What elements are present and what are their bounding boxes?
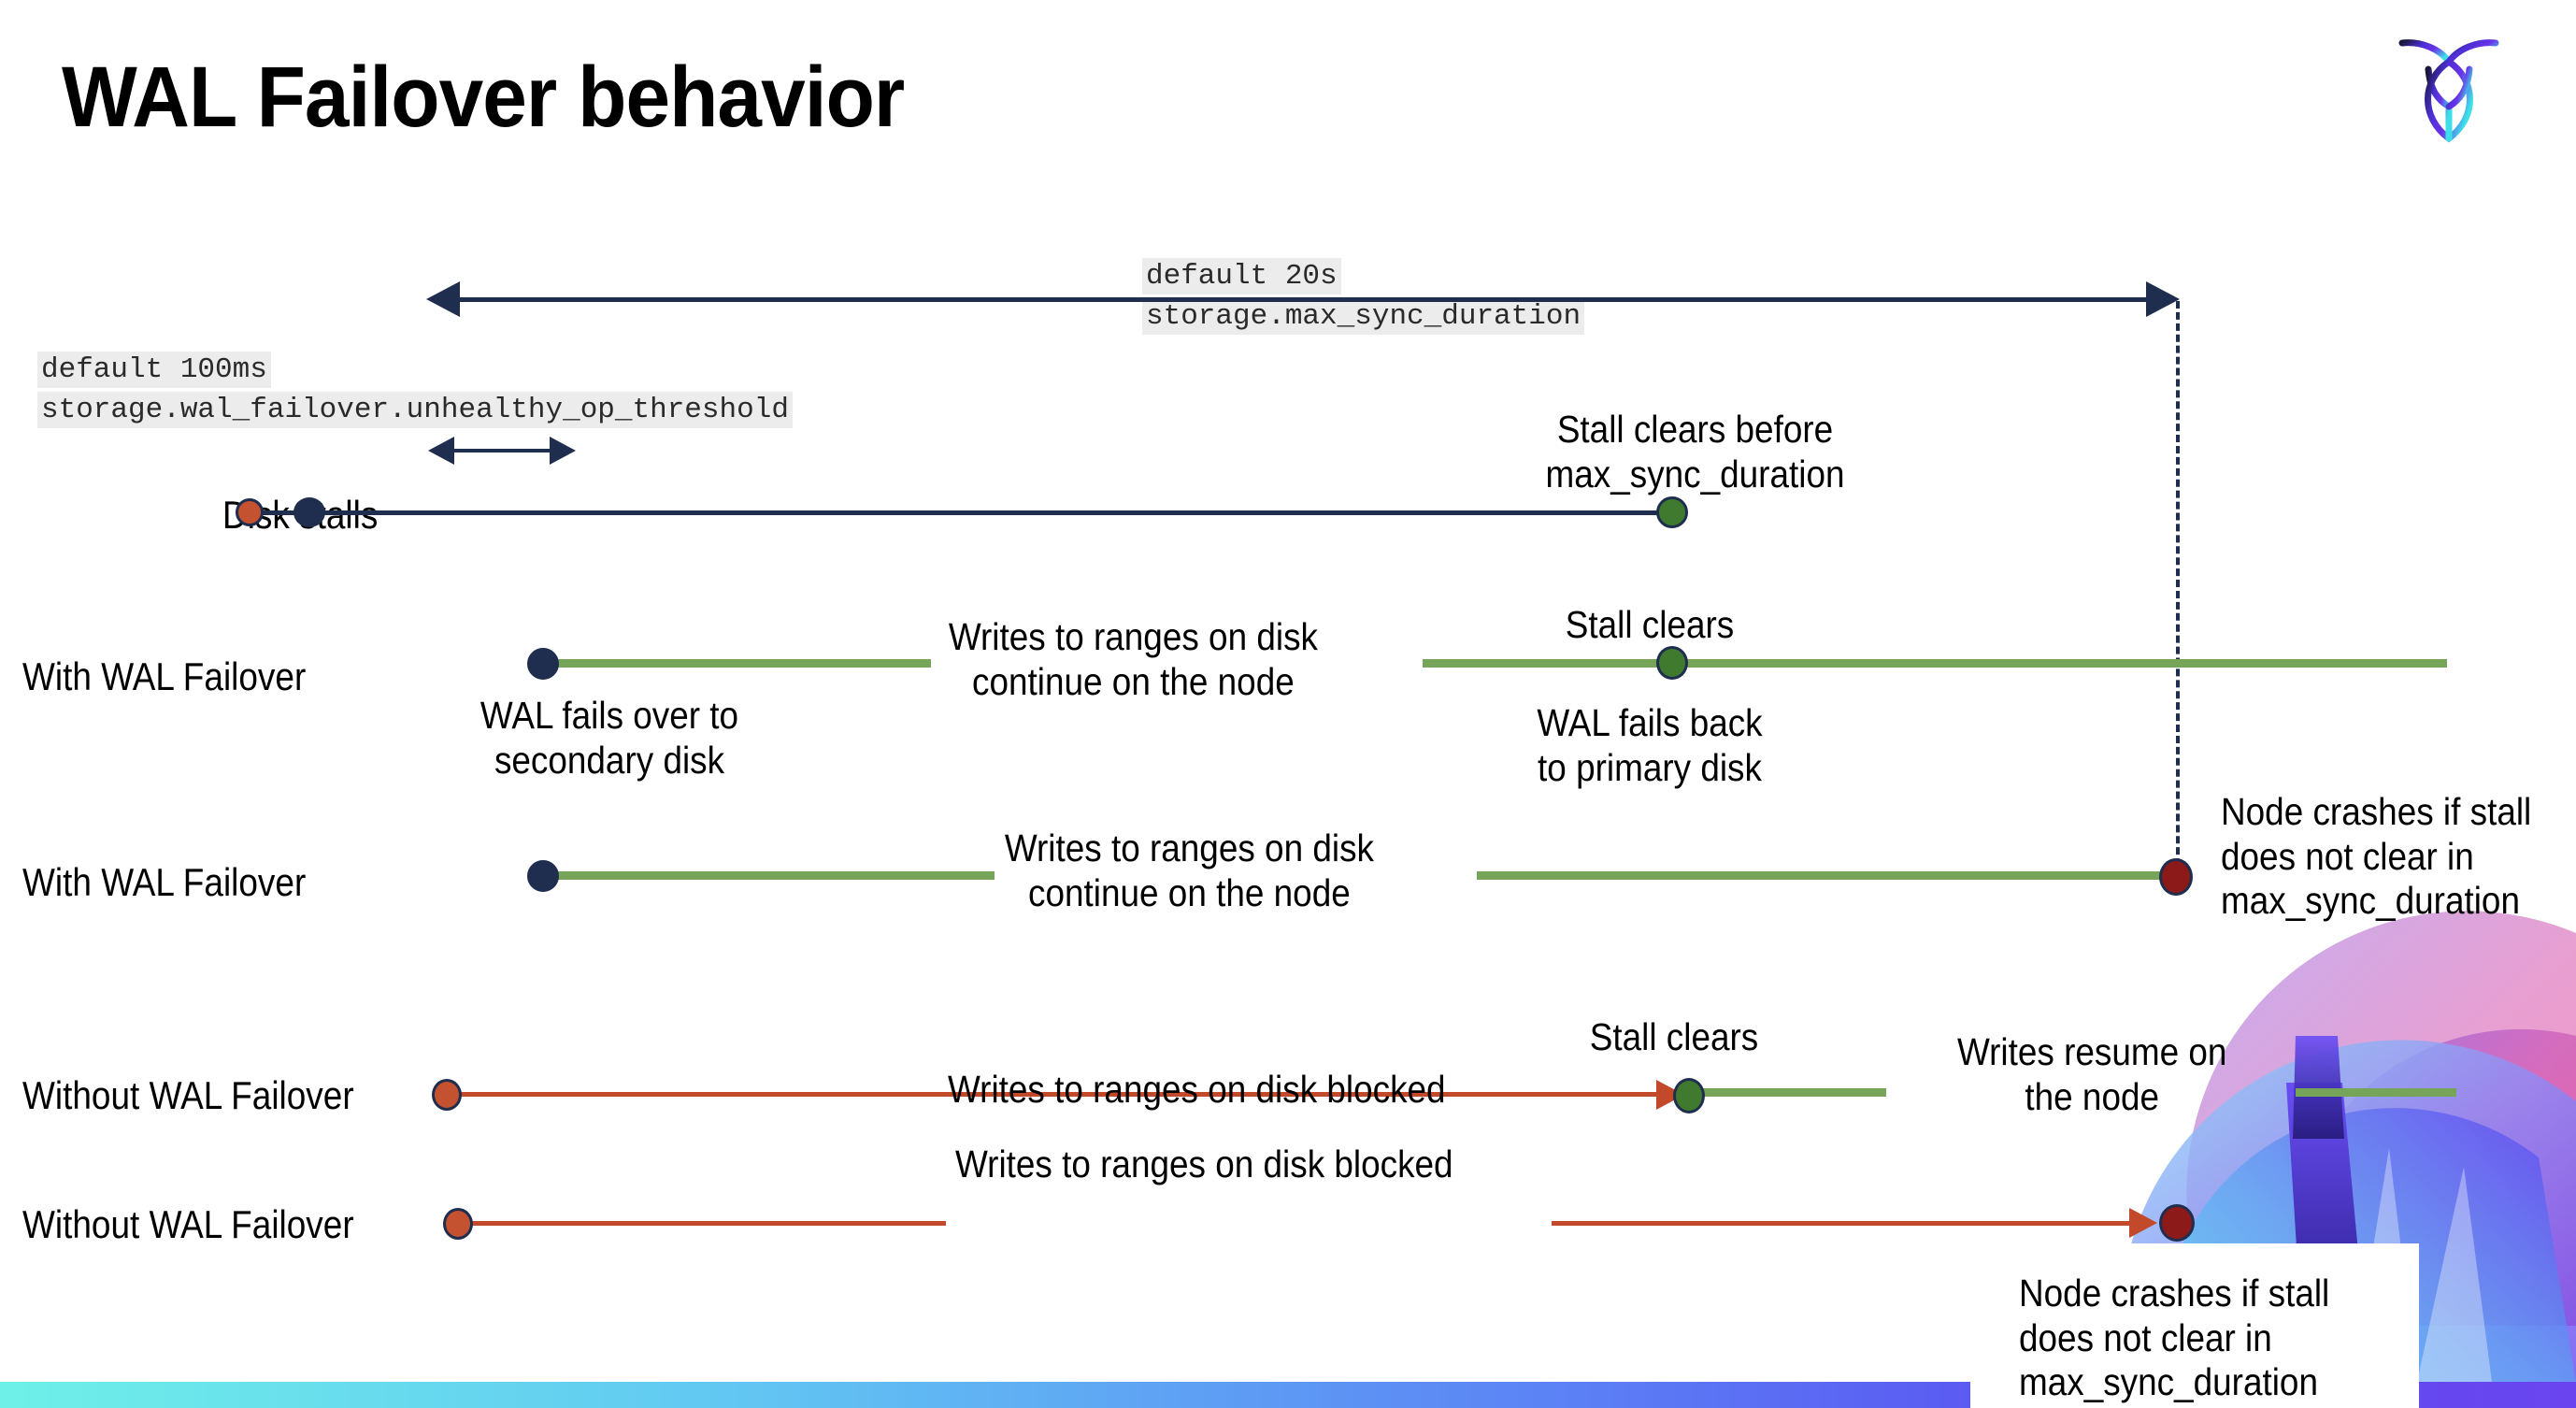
row-label-with-wal-failover-clears: With WAL Failover — [22, 654, 307, 698]
without-wal-failover-crash-node-crash-dot — [2159, 1204, 2195, 1242]
annot-writes-blocked-row4: Writes to ranges on disk blocked — [948, 1068, 1486, 1113]
annot-line-3: max_sync_duration — [2221, 879, 2520, 923]
annot-line-1: Writes to ranges on disk — [1004, 826, 1374, 869]
unhealthy-span-right-arrowhead — [550, 437, 576, 465]
annot-line-2: max_sync_duration — [1545, 452, 1845, 496]
annot-line-1: Node crashes if stall — [2019, 1272, 2330, 1315]
annot-line-1: Writes to ranges on disk blocked — [948, 1068, 1446, 1111]
annot-line-1: Writes to ranges on disk — [948, 615, 1318, 658]
annot-line-2: secondary disk — [494, 738, 725, 782]
disk-stalls-clear-dot — [1656, 496, 1688, 528]
with-wal-failover-clears-clear-dot — [1656, 646, 1688, 680]
with-wal-failover-crash-line-segment-2 — [1477, 871, 2180, 880]
max-sync-span-left-arrowhead — [426, 281, 460, 317]
setting-label-unhealthy-op-threshold: default 100ms storage.wal_failover.unhea… — [37, 352, 793, 428]
without-wal-failover-clears-start-dot — [432, 1079, 462, 1111]
without-wal-failover-clears-resume-line-1 — [1699, 1088, 1886, 1097]
row-label-with-wal-failover-crash: With WAL Failover — [22, 860, 307, 904]
without-wal-failover-clears-resume-line-2 — [2296, 1088, 2456, 1097]
with-wal-failover-clears-line-segment-1 — [538, 659, 931, 668]
max-sync-span-right-arrowhead — [2146, 281, 2180, 317]
without-wal-failover-clears-blocked-line — [447, 1092, 1694, 1097]
annot-line-1: Writes resume on — [1956, 1030, 2227, 1073]
page-title: WAL Failover behavior — [62, 50, 905, 145]
annot-wal-fails-over: WAL fails over to secondary disk — [458, 694, 761, 783]
annot-line-2: the node — [2025, 1074, 2160, 1118]
annot-line-2: does not clear in — [2221, 834, 2474, 878]
annot-line-2: continue on the node — [972, 659, 1295, 703]
row-label-without-wal-failover-crash: Without WAL Failover — [22, 1202, 354, 1246]
annot-line-1: Stall clears before — [1556, 408, 1834, 451]
annot-line-1: Stall clears — [1565, 603, 1735, 646]
without-wal-failover-crash-arrowhead — [2129, 1208, 2157, 1238]
cockroachdb-logo — [2398, 39, 2499, 143]
annot-node-crashes-row3: Node crashes if stall does not clear in … — [2221, 790, 2557, 924]
max-sync-duration-span-line — [437, 297, 2172, 302]
setting-name-max-sync-duration: storage.max_sync_duration — [1142, 298, 1585, 335]
setting-default-20s: default 20s — [1142, 258, 1341, 295]
without-wal-failover-crash-start-dot — [443, 1208, 473, 1240]
annot-line-2: continue on the node — [1028, 870, 1351, 914]
setting-name-unhealthy-op-threshold: storage.wal_failover.unhealthy_op_thresh… — [37, 392, 793, 428]
annot-line-1: WAL fails over to — [479, 694, 739, 737]
setting-label-max-sync-duration: default 20s storage.max_sync_duration — [1142, 258, 1585, 335]
with-wal-failover-crash-line-segment-1 — [538, 871, 995, 880]
with-wal-failover-crash-failover-dot — [527, 860, 559, 892]
annot-line-1: WAL fails back — [1537, 701, 1763, 744]
annot-stall-clears-row2: Stall clears — [1540, 603, 1759, 648]
with-wal-failover-clears-failover-dot — [527, 648, 559, 680]
with-wal-failover-clears-line-segment-2 — [1423, 659, 2447, 668]
annot-writes-continue-row3: Writes to ranges on disk continue on the… — [991, 826, 1388, 915]
annot-line-2: to primary disk — [1538, 745, 1762, 789]
node-crashes-callout-background — [1970, 1243, 2419, 1408]
annot-stall-clears-before-max-sync: Stall clears before max_sync_duration — [1531, 408, 1859, 496]
annot-line-1: Node crashes if stall — [2221, 790, 2532, 833]
annot-line-3: max_sync_duration — [2019, 1360, 2318, 1404]
disk-stalls-start-dot — [236, 498, 264, 526]
without-wal-failover-crash-blocked-line-2 — [1552, 1221, 2135, 1226]
max-sync-duration-guideline — [2176, 301, 2180, 877]
annot-line-1: Writes to ranges on disk blocked — [955, 1142, 1453, 1185]
annot-wal-fails-back: WAL fails back to primary disk — [1524, 701, 1776, 790]
without-wal-failover-clears-clear-dot — [1673, 1078, 1705, 1113]
unhealthy-span-left-arrowhead — [428, 437, 454, 465]
annot-line-1: Stall clears — [1589, 1015, 1759, 1058]
row-label-without-wal-failover-clears: Without WAL Failover — [22, 1073, 354, 1117]
disk-stalls-failover-dot — [293, 497, 325, 527]
with-wal-failover-crash-node-crash-dot — [2159, 858, 2193, 896]
annot-writes-resume: Writes resume on the node — [1942, 1030, 2241, 1119]
annot-writes-continue-row2: Writes to ranges on disk continue on the… — [935, 615, 1332, 704]
disk-stalls-timeline — [250, 510, 1681, 515]
without-wal-failover-crash-blocked-line-1 — [460, 1221, 946, 1226]
annot-node-crashes-row5: Node crashes if stall does not clear in … — [2019, 1272, 2355, 1405]
annot-line-2: does not clear in — [2019, 1315, 2272, 1359]
unhealthy-op-threshold-span-line — [439, 449, 555, 453]
annot-writes-blocked-row5: Writes to ranges on disk blocked — [955, 1142, 1494, 1187]
annot-stall-clears-row4: Stall clears — [1514, 1015, 1834, 1060]
setting-default-100ms: default 100ms — [37, 352, 271, 388]
